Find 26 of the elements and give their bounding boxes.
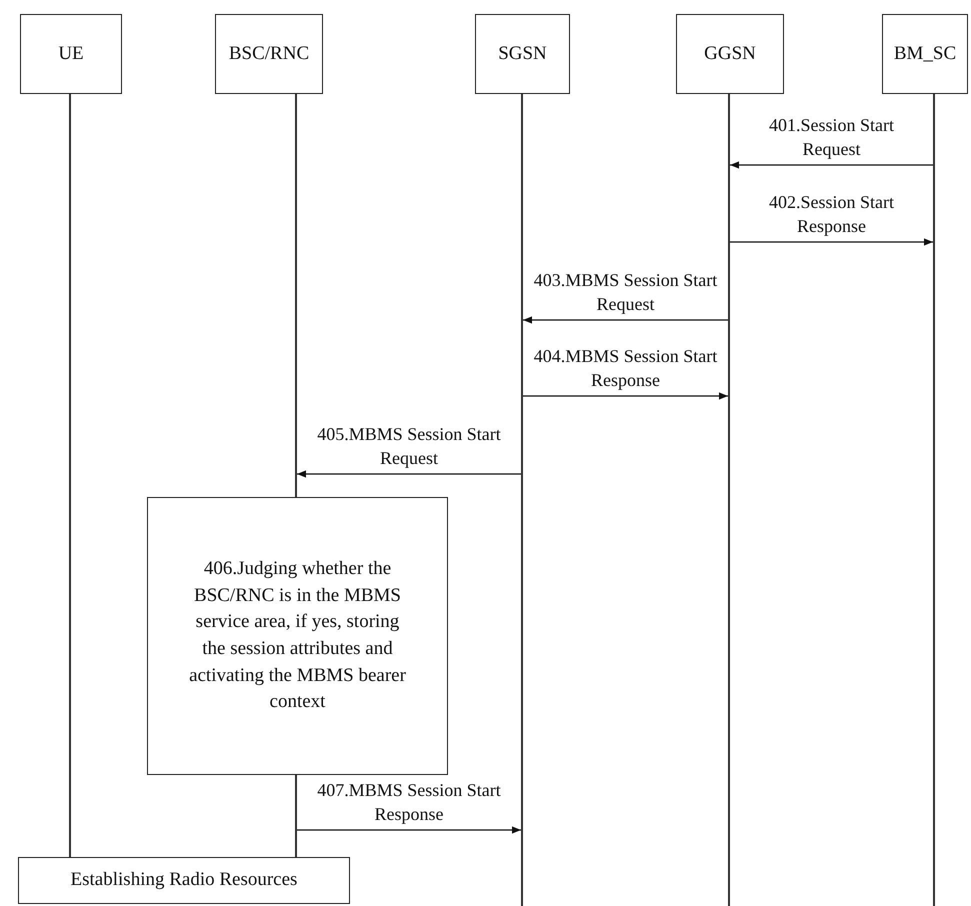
- node-label: 406.Judging whether the BSC/RNC is in the MBMS service area, if yes, storing the session attributes and activating the MBMS bearer context: [188, 557, 407, 714]
- message-arrow: [523, 316, 728, 324]
- lifeline: [521, 94, 523, 906]
- lifeline: [933, 94, 935, 906]
- lifeline: [295, 94, 297, 497]
- participant-box: [20, 14, 122, 94]
- message-arrow: [297, 470, 521, 478]
- message-arrow: [523, 392, 728, 400]
- participant-box: [882, 14, 968, 94]
- lifeline: [69, 94, 71, 857]
- process-box: [147, 497, 448, 775]
- message-arrow: [297, 826, 521, 834]
- process-box: [18, 857, 350, 904]
- node-label: GGSN: [704, 42, 756, 66]
- node-label: Establishing Radio Resources: [70, 868, 298, 892]
- node-label: UE: [58, 42, 84, 66]
- node-label: BSC/RNC: [228, 42, 310, 66]
- message-arrow: [730, 161, 933, 169]
- message-arrow: [730, 238, 933, 246]
- participant-box: [475, 14, 570, 94]
- participant-box: [215, 14, 323, 94]
- node-label: BM_SC: [894, 42, 956, 66]
- lifeline: [728, 94, 730, 906]
- lifeline: [295, 775, 297, 857]
- participant-box: [676, 14, 784, 94]
- node-label: SGSN: [498, 42, 547, 66]
